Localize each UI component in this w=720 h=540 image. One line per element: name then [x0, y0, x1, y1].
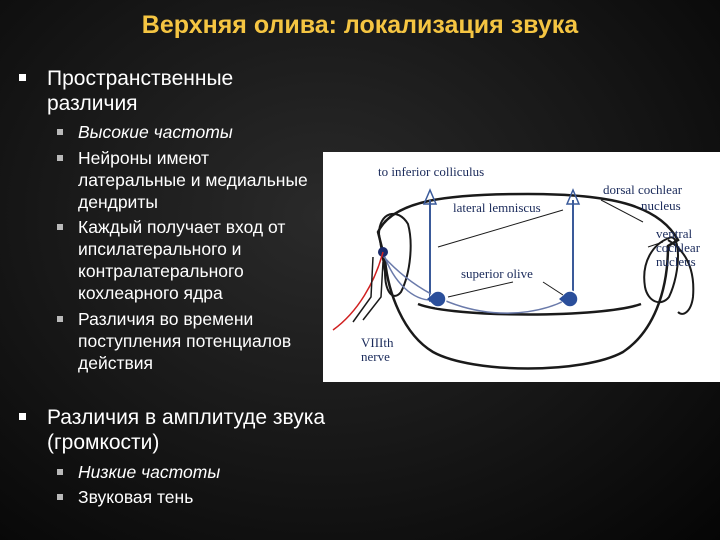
pointer-dorsal-cochlear — [600, 199, 644, 223]
contralateral-projection — [382, 255, 567, 314]
label-ventral-cochlear-3: nucleus — [656, 254, 696, 269]
subitem-sound-shadow: Звуковая тень — [78, 487, 194, 507]
brainstem-svg: to inferior colliculus lateral lemniscus… — [332, 164, 701, 370]
subitem-high-frequencies: Высокие частоты — [78, 122, 233, 142]
sub-bullet-marker — [57, 224, 63, 230]
subitem-low-frequencies: Низкие частоты — [78, 462, 221, 482]
brainstem-outline — [376, 192, 680, 370]
sub-bullet-marker — [57, 316, 63, 322]
pointer-ventral-cochlear — [647, 241, 664, 248]
right-cochlear-lobe — [643, 236, 679, 304]
brainstem-diagram: to inferior colliculus lateral lemniscus… — [323, 152, 720, 382]
sub-bullet-marker — [57, 469, 63, 475]
sub-bullet-marker — [57, 155, 63, 161]
left-arrow-up — [422, 188, 438, 205]
bullet-spatial-differences: Пространственные различия — [47, 67, 234, 115]
pointer-superior-olive-2 — [542, 281, 564, 296]
label-lateral-lemniscus: lateral lemniscus — [453, 200, 541, 215]
right-outer-tail — [667, 239, 695, 315]
bullet-marker — [19, 413, 26, 420]
subitem-dendrites: Нейроны имеют латеральные и медиальные д… — [78, 148, 308, 212]
pointer-superior-olive — [447, 281, 514, 298]
subitem-inputs: Каждый получает вход от ипсилатерального… — [78, 217, 286, 303]
right-arrow-up — [565, 188, 581, 205]
pointer-lateral-lemniscus — [437, 209, 564, 248]
label-superior-olive: superior olive — [461, 266, 533, 281]
bullet-amplitude-differences: Различия в амплитуде звука (громкости) — [47, 406, 326, 454]
viiith-nerve-fiber — [332, 251, 384, 331]
label-viiith-1: VIIIth — [361, 335, 394, 350]
subitem-timing: Различия во времени поступления потенциа… — [78, 309, 292, 373]
label-dorsal-cochlear-1: dorsal cochlear — [603, 182, 683, 197]
label-inferior-colliculus: to inferior colliculus — [378, 164, 484, 179]
label-ventral-cochlear-2: cochlear — [656, 240, 701, 255]
sub-bullet-marker — [57, 494, 63, 500]
brainstem-inner-line — [417, 302, 642, 316]
sub-bullet-marker — [57, 129, 63, 135]
bullet-marker — [19, 74, 26, 81]
label-dorsal-cochlear-2: nucleus — [641, 198, 681, 213]
label-viiith-2: nerve — [361, 349, 390, 364]
left-cochlear-lobe — [377, 212, 412, 297]
right-olive-marker — [559, 294, 565, 304]
nerve-outline — [352, 256, 384, 323]
label-ventral-cochlear-1: ventral — [656, 226, 692, 241]
slide-title: Верхняя олива: локализация звука — [141, 11, 579, 39]
left-olive-marker — [427, 294, 433, 304]
